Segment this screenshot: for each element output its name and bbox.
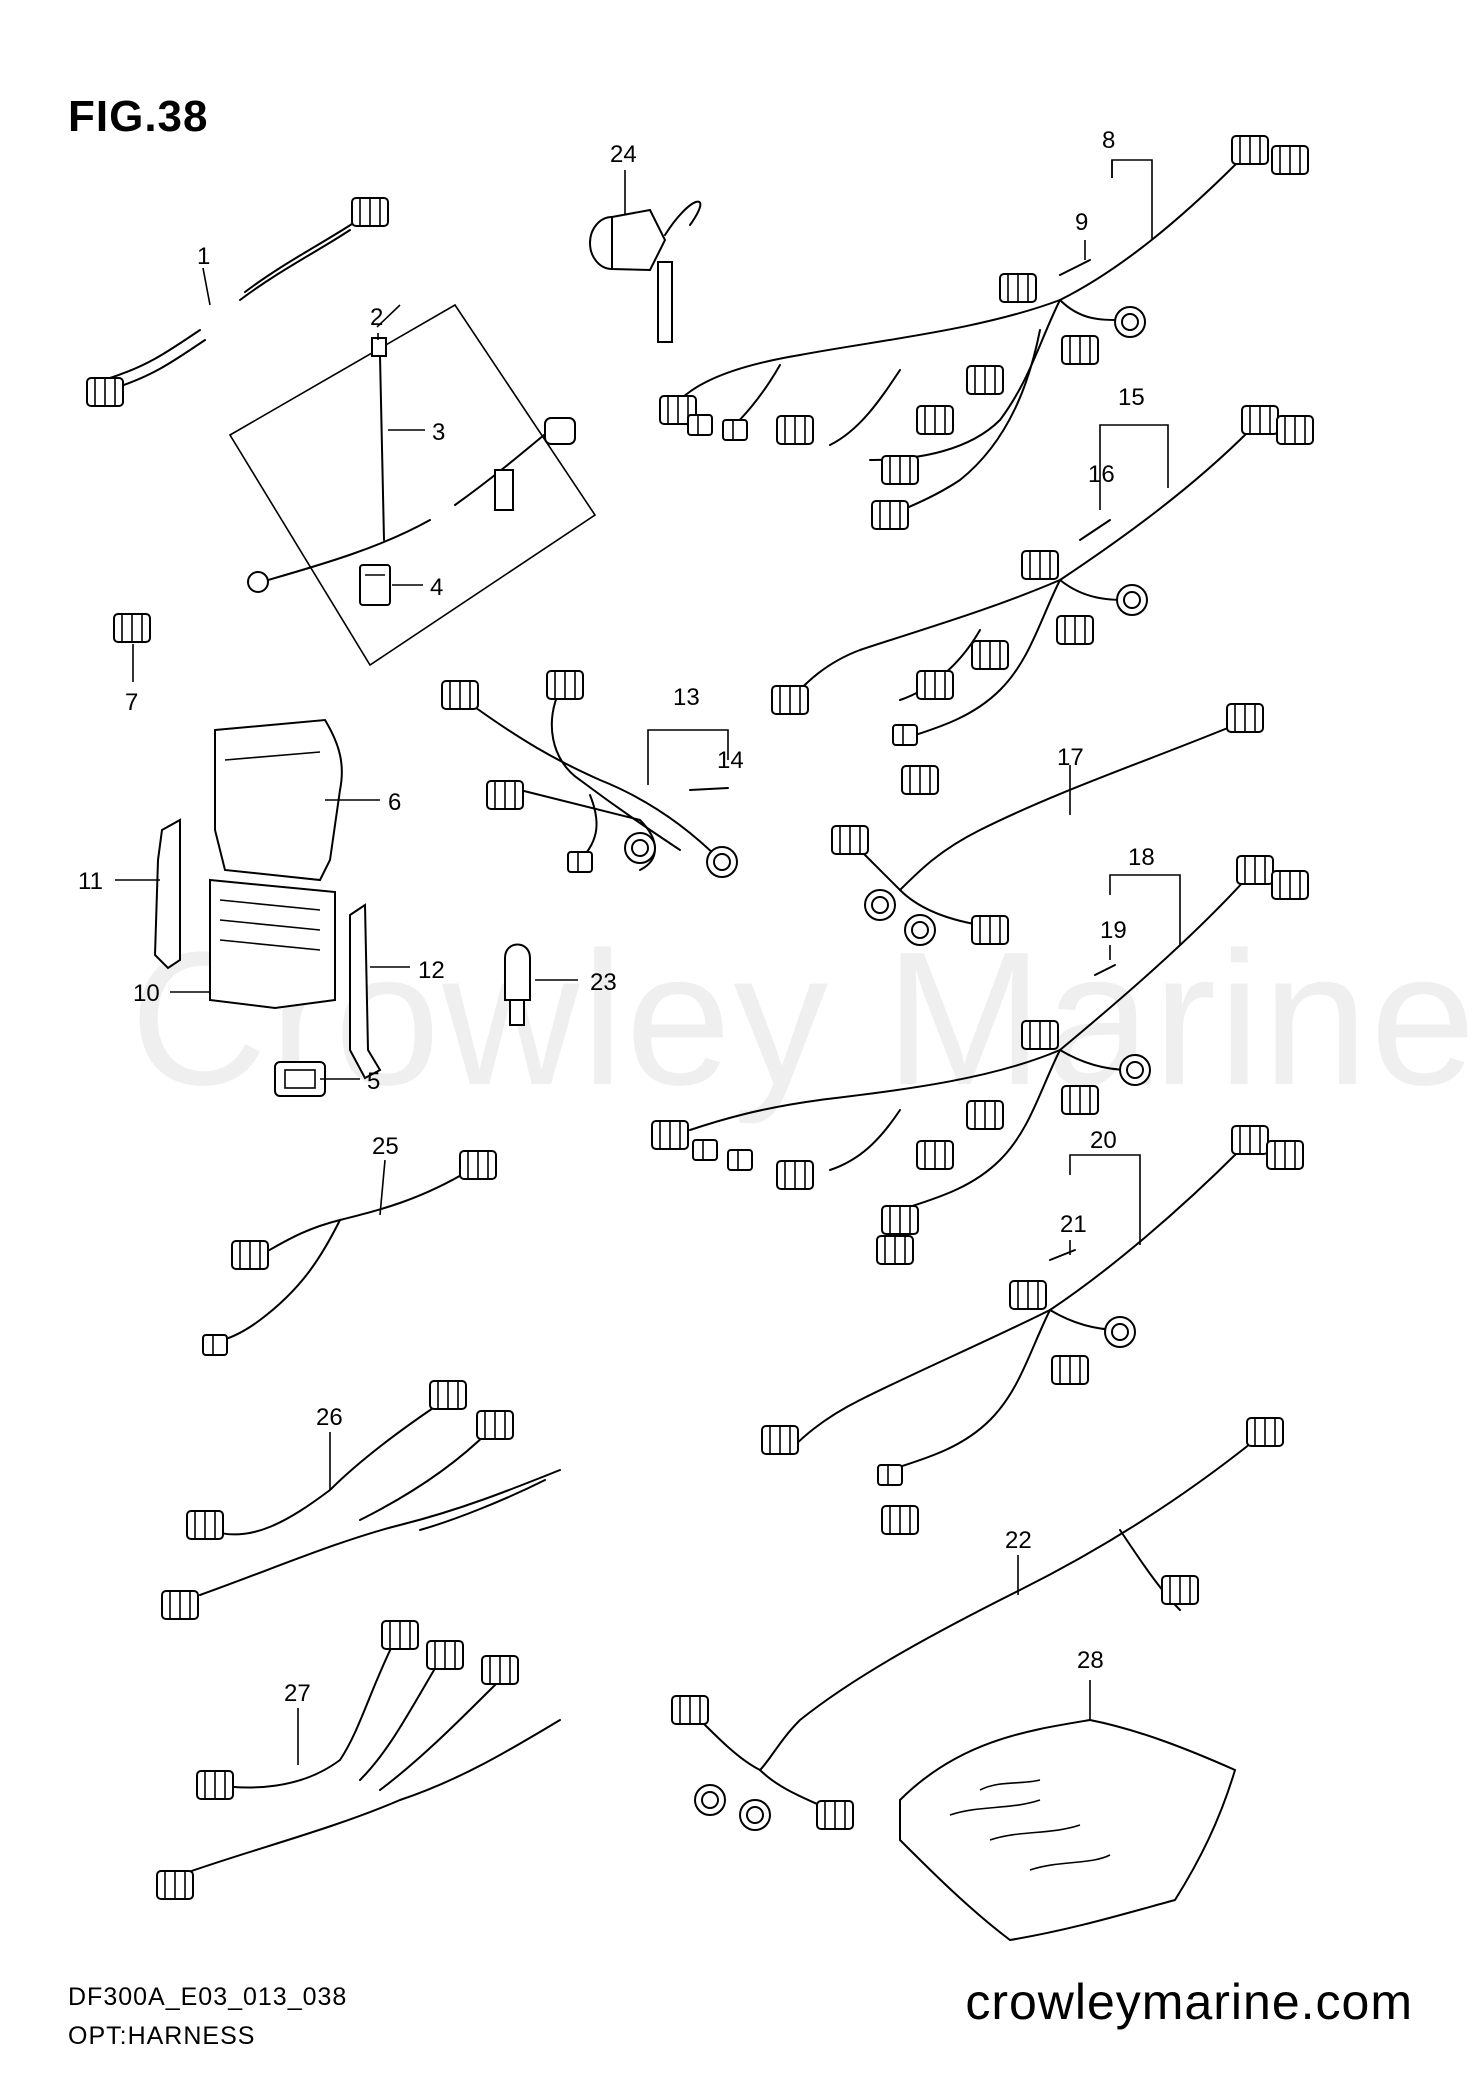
part-18-harness [651,855,1309,1265]
part-2-kit-box [228,303,597,667]
part-7-coupler [113,613,151,643]
part-5-grommet [274,1061,326,1097]
callout-11: 11 [78,868,103,895]
callout-2: 2 [370,304,383,331]
callout-16: 16 [1088,461,1115,488]
callout-8: 8 [1102,127,1115,154]
part-14-bolt [689,787,729,791]
callout-28: 28 [1077,1647,1104,1674]
callout-13: 13 [673,684,700,711]
part-10-control-unit [209,878,336,1010]
part-28-parts-bag [899,1718,1237,1942]
part-6-cover [214,718,343,882]
callout-6: 6 [388,789,401,816]
callout-12: 12 [418,957,445,984]
part-22-harness [671,1417,1284,1831]
part-27-harness [156,1620,561,1900]
callout-23: 23 [590,969,617,996]
callout-15: 15 [1118,384,1145,411]
callout-4: 4 [430,574,443,601]
part-1-extension-harness [86,197,389,407]
callout-18: 18 [1128,844,1155,871]
callout-17: 17 [1057,744,1084,771]
part-25-harness [202,1150,497,1356]
part-24-cap [589,200,702,343]
part-12-bracket [349,903,382,1080]
part-21-bolt [1049,1249,1076,1261]
part-13-harness [441,670,738,878]
callout-27: 27 [284,1680,311,1707]
callout-1: 1 [197,243,210,270]
part-26-harness [161,1380,561,1620]
leader-lines [115,159,1181,1765]
callout-25: 25 [372,1133,399,1160]
callout-24: 24 [610,141,637,168]
part-17-harness [831,703,1264,946]
callout-labels: 1 2 3 4 5 6 7 8 9 10 11 12 13 14 15 16 1… [78,127,1155,1707]
part-20-harness [761,1125,1304,1535]
figure-code: DF300A_E03_013_038 [68,1983,348,2011]
callout-10: 10 [133,980,160,1007]
callout-19: 19 [1100,917,1127,944]
callout-20: 20 [1090,1127,1117,1154]
callout-14: 14 [717,747,744,774]
part-15-harness [771,405,1314,795]
callout-7: 7 [125,689,138,716]
figure-description: OPT:HARNESS [68,2022,256,2050]
callout-22: 22 [1005,1527,1032,1554]
site-link[interactable]: crowleymarine.com [965,1974,1413,2030]
callout-26: 26 [316,1404,343,1431]
part-11-bracket [153,818,181,970]
part-19-bolt [1094,964,1116,976]
callout-21: 21 [1060,1211,1087,1238]
part-9-bolt [1059,259,1091,276]
figure-title: FIG.38 [68,92,209,141]
callout-5: 5 [367,1068,380,1095]
part-23-cap [504,943,531,1026]
part-8-harness [659,135,1309,530]
callout-3: 3 [432,419,445,446]
part-16-bolt [1079,519,1111,541]
callout-9: 9 [1075,209,1088,236]
